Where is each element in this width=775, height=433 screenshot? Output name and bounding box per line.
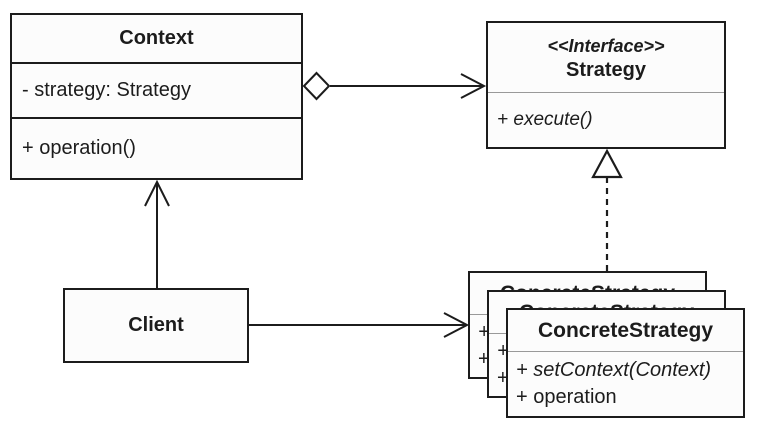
open-arrowhead-right	[443, 312, 470, 338]
class-box-strategy: <<Interface>> Strategy + execute()	[486, 21, 726, 149]
client-class-name: Client	[128, 314, 184, 336]
class-box-concrete-strategy-front: ConcreteStrategy + setContext(Context) +…	[506, 308, 745, 418]
class-box-client: Client	[63, 288, 249, 363]
strategy-title-compartment: <<Interface>> Strategy	[488, 23, 724, 93]
interface-stereotype: <<Interface>>	[547, 36, 665, 56]
class-box-context: Context - strategy: Strategy + operation…	[10, 13, 303, 180]
open-arrowhead-right	[460, 73, 487, 99]
association-connector-client-concrete	[249, 312, 470, 338]
strategy-method: + execute()	[497, 109, 593, 130]
aggregation-diamond	[302, 71, 331, 101]
open-arrowhead-up	[144, 179, 170, 207]
context-class-name: Context	[12, 15, 301, 64]
concrete-methods: + setContext(Context) + operation	[508, 352, 743, 416]
concrete-method-operation: + operation	[516, 386, 617, 408]
strategy-class-name: Strategy	[565, 59, 647, 81]
hollow-triangle-arrowhead	[591, 148, 623, 179]
aggregation-connector-context-strategy	[302, 71, 487, 101]
association-connector-client-context	[144, 179, 170, 288]
concrete-method-setcontext: + setContext(Context)	[516, 359, 712, 381]
context-method: + operation()	[22, 137, 136, 159]
context-attribute: - strategy: Strategy	[12, 64, 301, 119]
concrete-class-name: ConcreteStrategy	[508, 310, 743, 352]
realization-connector-concrete-strategy	[591, 148, 623, 271]
